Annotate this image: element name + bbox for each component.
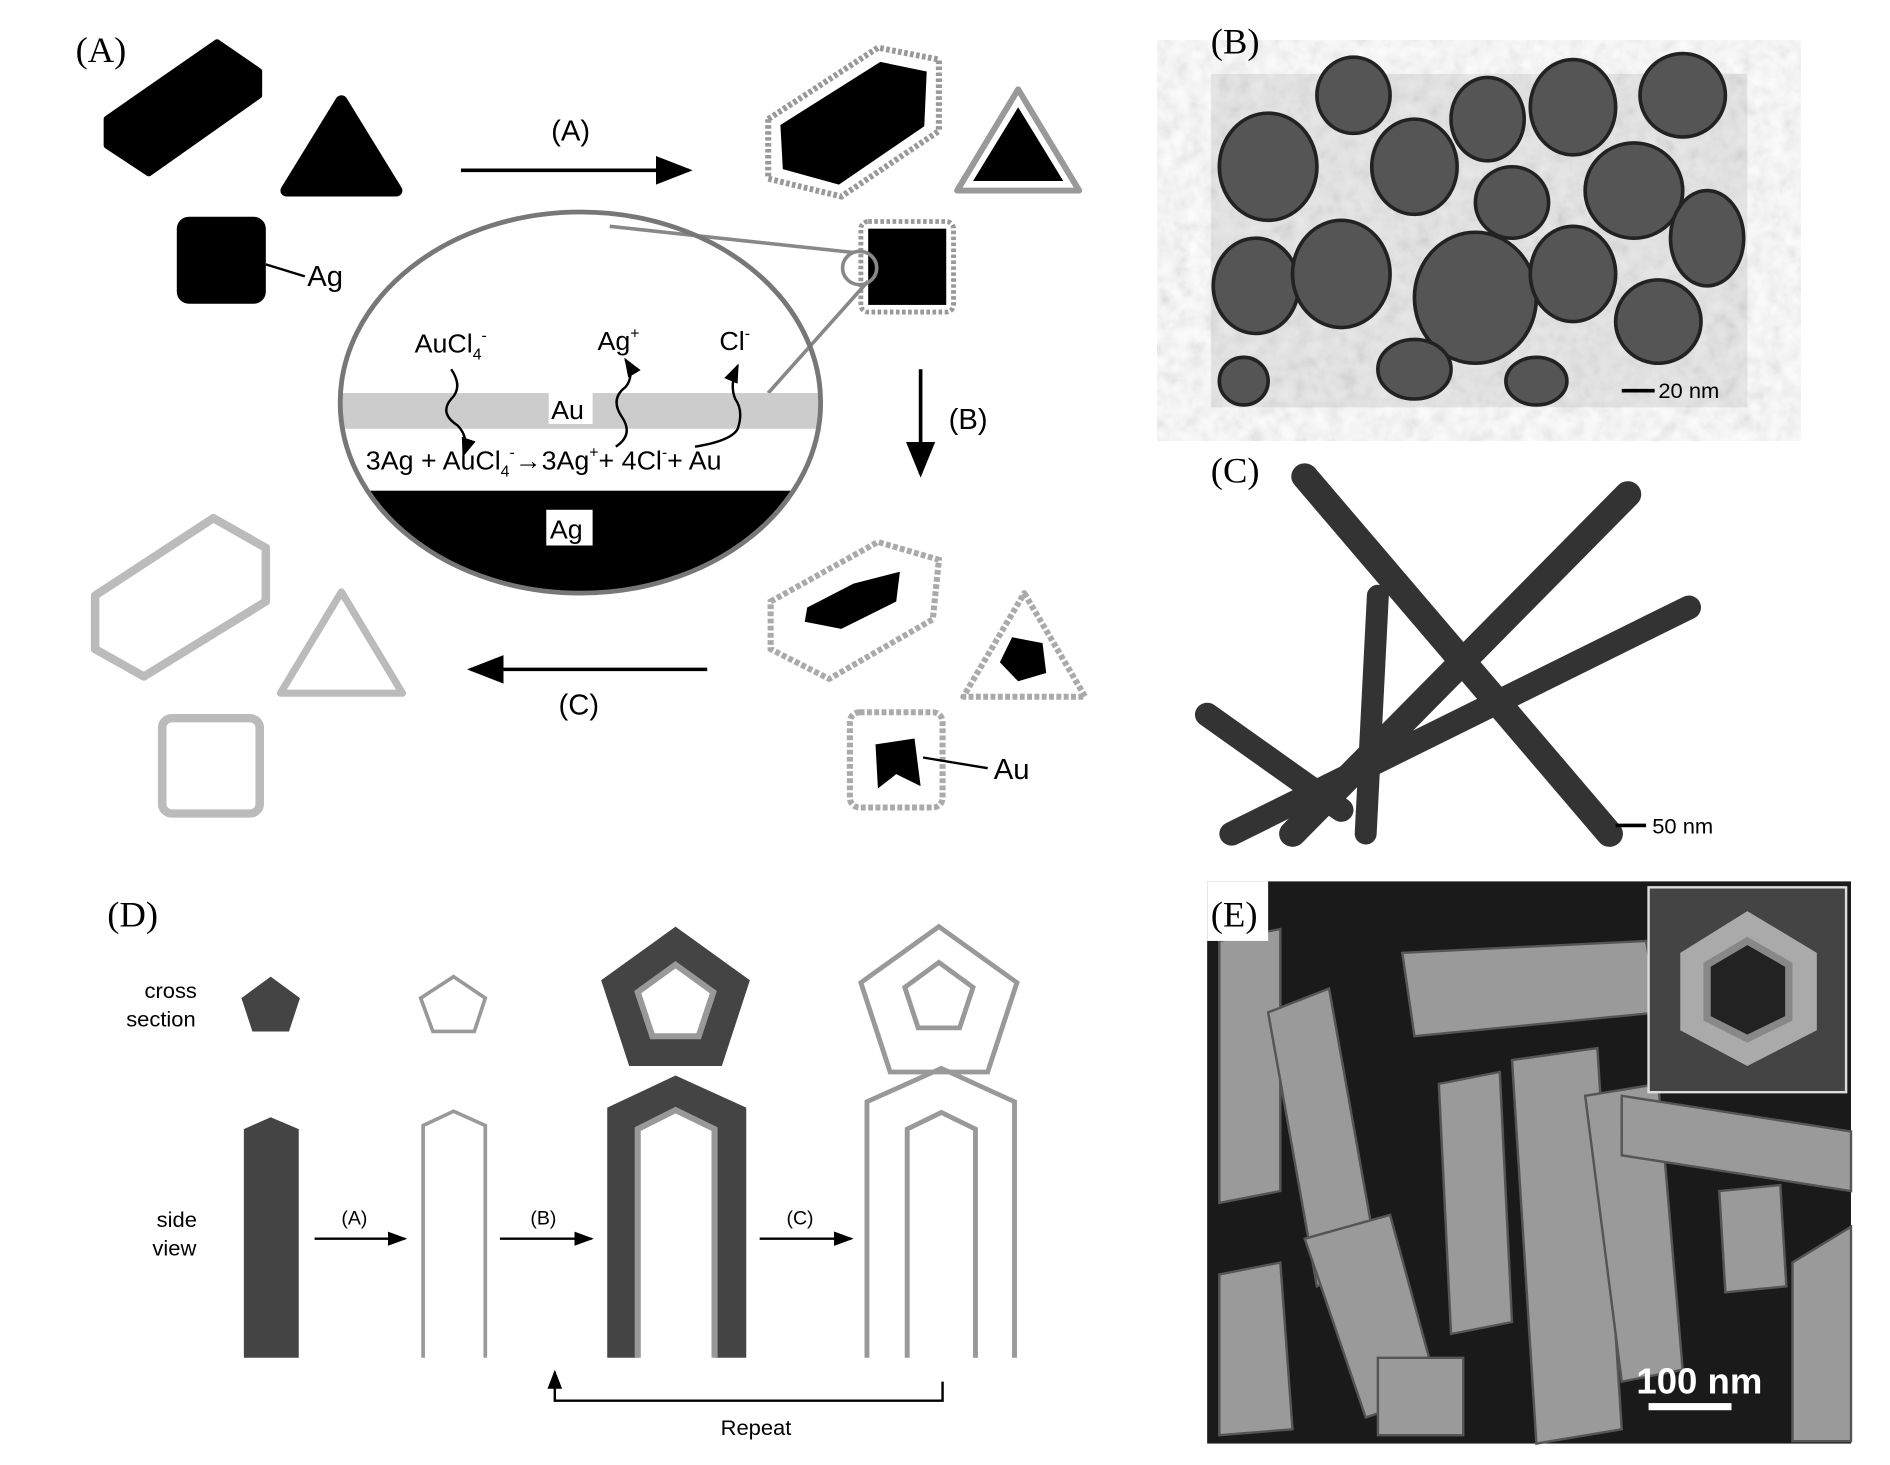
- coated-rod-side: [607, 1075, 747, 1358]
- repeat-arrow: [547, 1369, 944, 1402]
- cl-minus-ion: Cl-: [719, 325, 750, 356]
- cross-section-label-2: section: [126, 1007, 196, 1032]
- ag-cube-shape: [176, 216, 266, 304]
- aucl4-ion: AuCl4-: [415, 328, 487, 364]
- reaction-equation: 3Ag + AuCl4-→3Ag++ 4Cl-+ Au: [366, 445, 722, 481]
- panel-label-b: (B): [1211, 22, 1260, 62]
- au-nanobox-prism: [90, 513, 271, 681]
- d-step-b-label: (B): [530, 1209, 556, 1230]
- d-step-a-label: (A): [341, 1209, 367, 1230]
- panel-c-tem-image: (C) 50 nm: [1194, 451, 1713, 847]
- ag-triangle-au-coated: [973, 107, 1064, 182]
- hollow-cube-remnant: [875, 738, 921, 789]
- panel-label-e: (E): [1211, 895, 1258, 935]
- cross-section-label-1: cross: [144, 978, 197, 1003]
- e-scale-bar-label: 100 nm: [1636, 1361, 1762, 1402]
- step-b-label: (B): [949, 404, 988, 436]
- c-scale-bar-label: 50 nm: [1652, 814, 1713, 839]
- b-scale-bar-label: 20 nm: [1658, 378, 1719, 403]
- au-label: Au: [994, 754, 1030, 786]
- ag-prism-shape: [103, 39, 263, 177]
- solid-rod-side: [243, 1117, 299, 1358]
- ag-plus-ion: Ag+: [597, 325, 639, 356]
- au-layer-label: Au: [551, 396, 584, 426]
- panel-e-sem-image: (E) 100 nm: [1207, 881, 1853, 1445]
- hollow-triangle-remnant: [999, 637, 1047, 682]
- panel-d-scheme: (D) cross section side view (A) (B) (C) …: [107, 895, 1020, 1440]
- ag-layer-label: Ag: [550, 515, 583, 545]
- hollow-rod-side: [421, 1109, 488, 1358]
- step-c-label: (C): [558, 690, 599, 722]
- reaction-inset: [340, 393, 821, 594]
- au-nanobox-triangle: [276, 588, 407, 697]
- panel-label-d: (D): [107, 895, 158, 935]
- double-wall-pentagon: [858, 923, 1020, 1075]
- panel-b-tem-image: (B) 20 nm: [1210, 22, 1748, 408]
- ag-prism-au-coated: [780, 61, 927, 185]
- ag-label: Ag: [307, 261, 343, 293]
- side-view-label-1: side: [157, 1207, 197, 1232]
- step-a-label: (A): [551, 116, 590, 148]
- hollow-pentagon: [418, 974, 488, 1034]
- ag-triangle-shape: [280, 95, 403, 197]
- panel-a-scheme: (A) Ag (A) AuCl4- Ag+ Cl- Au 3Ag + AuCl4: [76, 30, 1089, 818]
- double-wall-rod-side: [864, 1065, 1017, 1358]
- au-nanobox-cube: [157, 714, 264, 818]
- panel-label-a: (A): [76, 30, 127, 70]
- solid-pentagon: [241, 976, 300, 1032]
- d-step-c-label: (C): [786, 1209, 813, 1230]
- ag-cube-au-coated: [868, 228, 947, 305]
- hollow-prism-au-remnant: [804, 571, 900, 629]
- repeat-label: Repeat: [721, 1415, 792, 1440]
- panel-label-c: (C): [1211, 451, 1260, 491]
- side-view-label-2: view: [152, 1236, 196, 1261]
